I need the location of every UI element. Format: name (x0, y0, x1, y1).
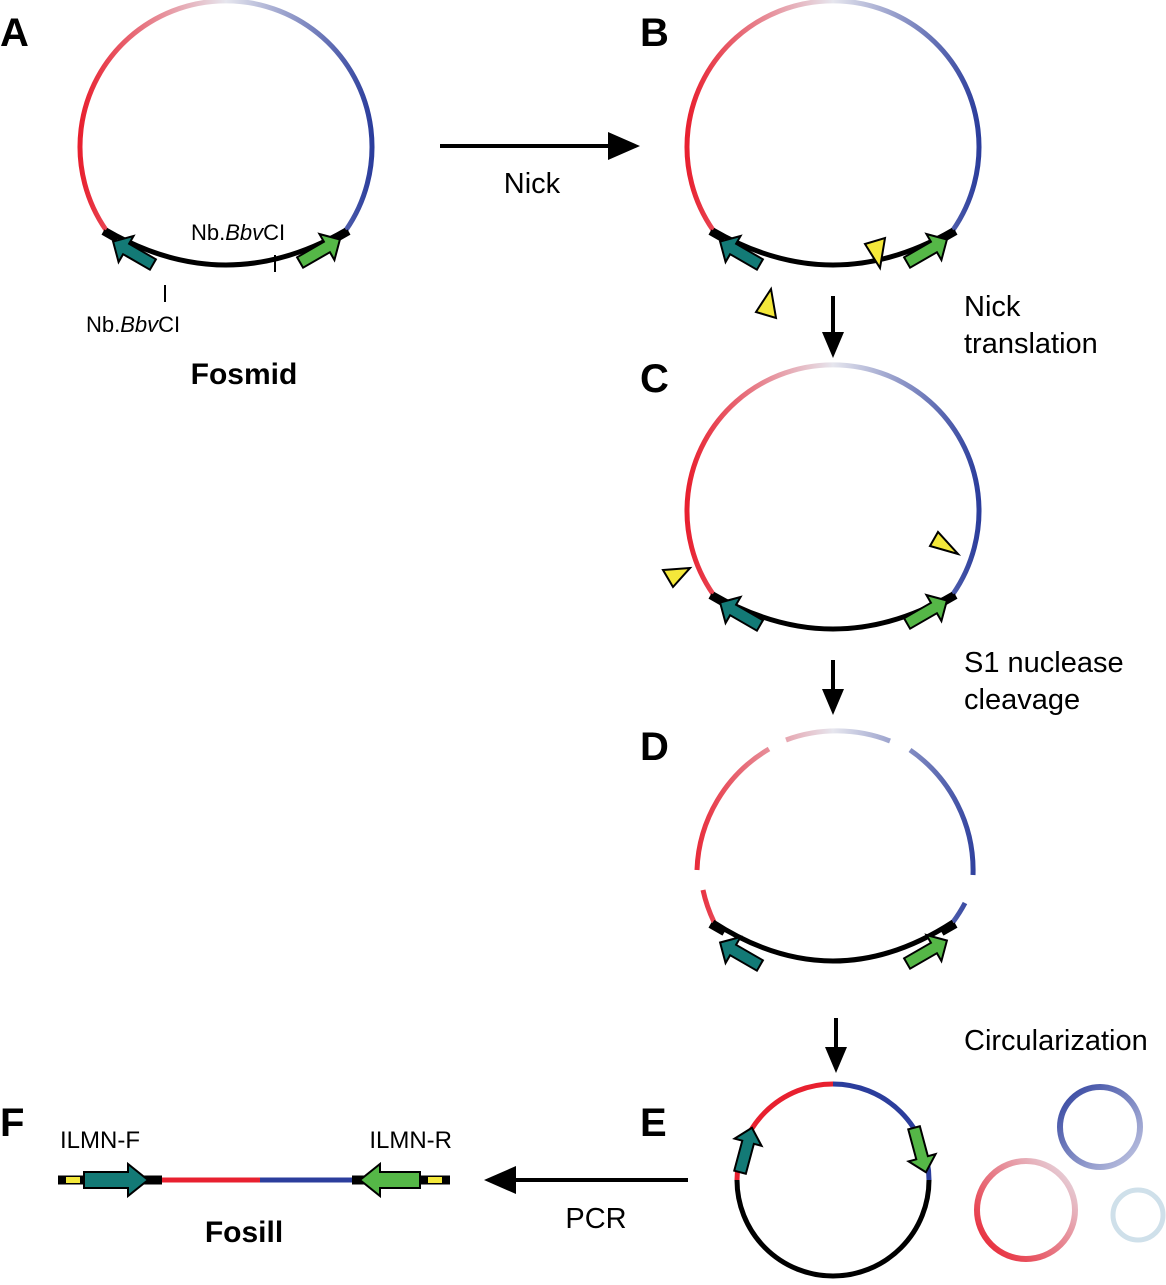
nicked-ilmn-r-arrow (902, 232, 949, 270)
circularization-arrow (825, 1018, 847, 1073)
cleaved-ilmn-f-arrow (718, 935, 765, 973)
fosmid-plasmid: Nb.BbvCI Nb.BbvCI Fosmid (77, 0, 375, 391)
panel-letter-c: C (640, 357, 669, 401)
panel-letter-e: E (640, 1101, 667, 1145)
fosmid-insert-arc (77, 0, 375, 232)
fosill-right-primer-label: ILMN-R (369, 1127, 452, 1154)
circularized-plasmid (732, 1081, 938, 1279)
fosill-left-primer-label: ILMN-F (60, 1127, 140, 1154)
nick-translation-arrow (822, 296, 844, 358)
nick-translation-label-1: Nick (964, 291, 1021, 323)
cleaved-ilmn-r-arrow (902, 933, 949, 971)
fosmid-backbone (104, 227, 348, 268)
cleaved-plasmid (694, 728, 976, 973)
fosmid-ilmn-f-arrow (111, 234, 158, 272)
s1-label-1: S1 nuclease (964, 647, 1124, 679)
fosill-left-index (66, 1177, 80, 1183)
translated-nick-marker-left (661, 566, 693, 589)
byproduct-ring-light (1110, 1187, 1166, 1243)
fosill-ilmn-f-arrow (83, 1161, 150, 1199)
translated-nick-marker-right (928, 530, 962, 556)
nick-translation-label-2: translation (964, 328, 1098, 360)
nicked-plasmid (684, 0, 982, 320)
cleaved-fragment-lower-left (700, 889, 717, 924)
nicked-insert-arc (684, 0, 982, 232)
nick-site-label-right: Nb.BbvCI (191, 220, 285, 245)
panel-letter-a: A (0, 11, 29, 55)
fosill-linear-product: ILMN-F ILMN-R Fosill (58, 1127, 452, 1249)
fosill-ilmn-r-arrow (358, 1161, 421, 1199)
translated-ilmn-f-arrow (718, 595, 765, 633)
s1-cleavage-arrow (822, 660, 844, 715)
panel-letter-f: F (0, 1101, 24, 1145)
circle-backbone-segment (734, 1179, 932, 1279)
pcr-step-label: PCR (565, 1203, 626, 1235)
circularization-label: Circularization (964, 1025, 1148, 1057)
nicked-backbone (711, 227, 955, 268)
fosmid-name: Fosmid (191, 358, 298, 391)
fosill-right-index (428, 1177, 442, 1183)
nick-step-arrow (440, 132, 640, 160)
fosmid-end-cap-left (101, 229, 119, 243)
fosmid-ilmn-r-arrow (295, 232, 342, 270)
cleaved-fragment-lower-right (950, 901, 968, 924)
panel-letter-b: B (640, 11, 669, 55)
nicked-ilmn-f-arrow (718, 234, 765, 272)
cleaved-fragment-left (694, 746, 771, 871)
byproduct-ring-red (974, 1158, 1078, 1262)
circle-ilmn-f-arrow (732, 1126, 764, 1175)
nick-marker-left (754, 286, 778, 320)
nick-site-label-left: Nb.BbvCI (86, 312, 180, 337)
nick-step-label: Nick (504, 168, 561, 200)
translated-plasmid (661, 362, 982, 633)
panel-letter-d: D (640, 725, 669, 769)
circle-ilmn-r-arrow (906, 1125, 938, 1174)
translated-ilmn-r-arrow (902, 593, 949, 631)
pcr-step-arrow (484, 1166, 688, 1194)
fosill-name: Fosill (205, 1216, 283, 1249)
nick-marker-right (863, 236, 887, 271)
cleaved-fragment-top (785, 728, 891, 744)
s1-label-2: cleavage (964, 684, 1080, 716)
translated-insert-arc (684, 362, 982, 596)
cleaved-backbone (711, 919, 955, 964)
cleaved-fragment-right (908, 747, 976, 876)
byproduct-ring-blue (1057, 1084, 1143, 1170)
